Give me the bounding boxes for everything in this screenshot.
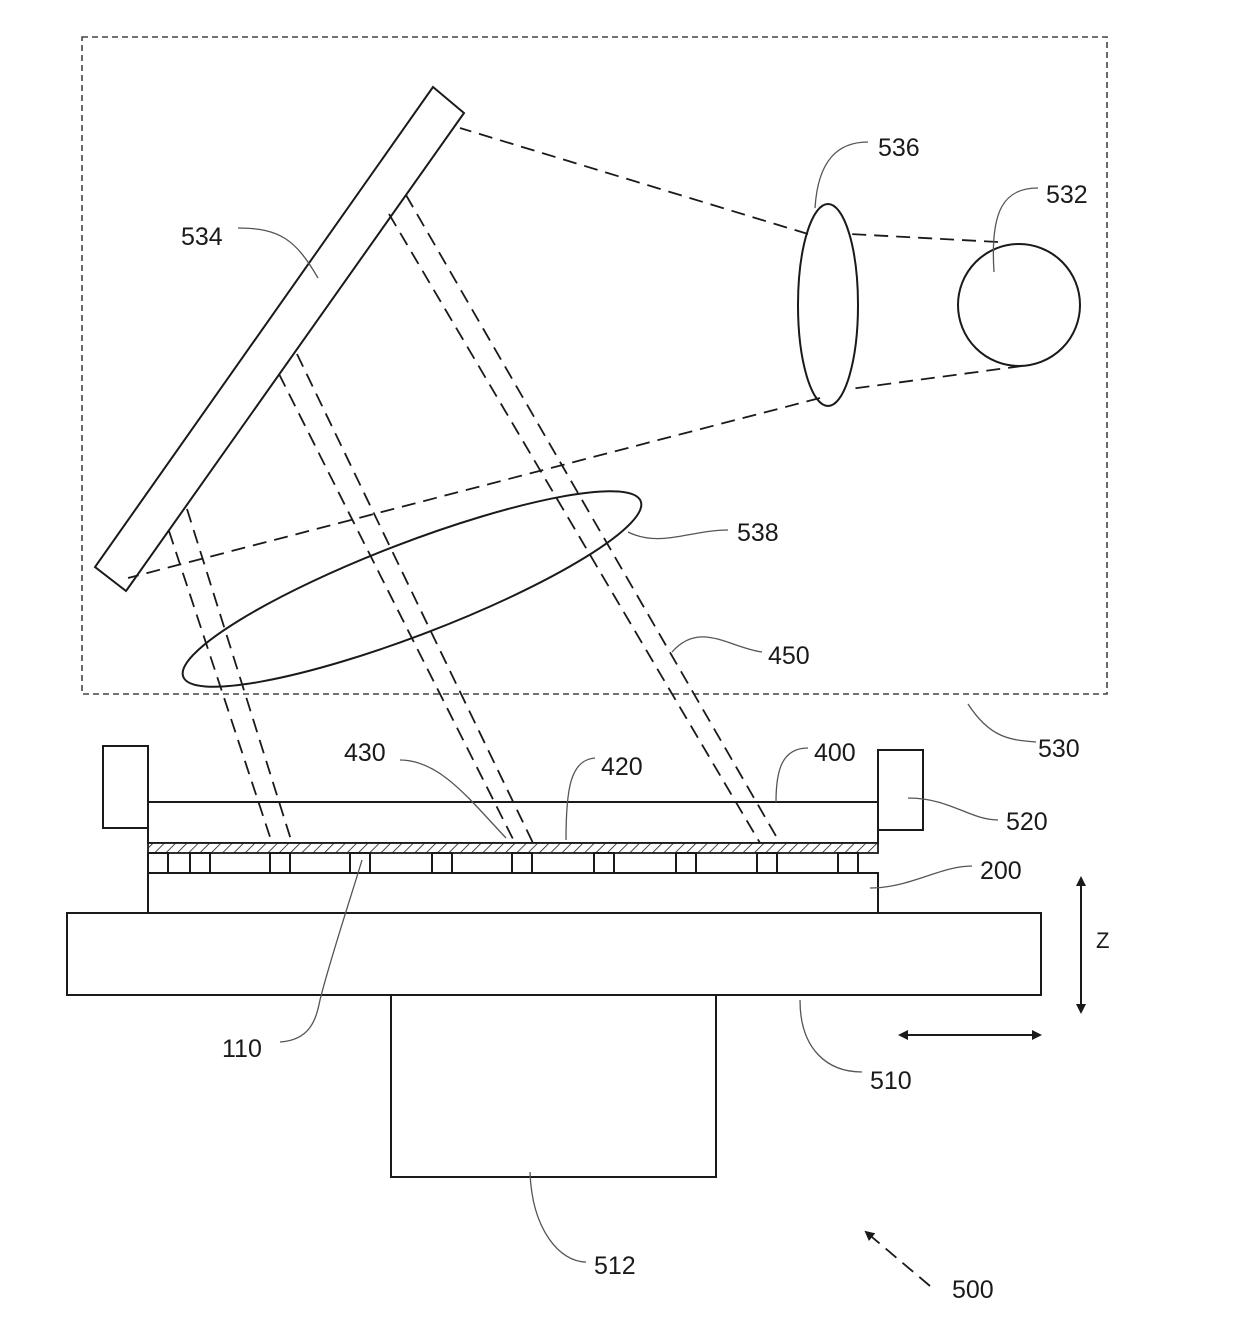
label-500: 500: [952, 1276, 994, 1304]
bump-2: [190, 853, 210, 873]
beam-b1: [279, 374, 515, 843]
beam-source-bottom: [850, 366, 1022, 389]
leader-420: [566, 758, 595, 840]
assembly-arrow: [866, 1232, 930, 1286]
leader-538: [628, 530, 728, 539]
bump-4: [350, 853, 370, 873]
clamp-left: [103, 746, 148, 828]
bump-5: [432, 853, 452, 873]
label-450: 450: [768, 642, 810, 670]
label-200: 200: [980, 857, 1022, 885]
leader-536: [815, 142, 868, 208]
label-538: 538: [737, 519, 779, 547]
leader-200: [870, 866, 972, 888]
leader-450: [672, 637, 762, 652]
label-536: 536: [878, 134, 920, 162]
label-534: 534: [181, 223, 223, 251]
label-520: 520: [1006, 808, 1048, 836]
beam-b2: [297, 354, 533, 843]
leader-400: [776, 748, 808, 802]
label-512: 512: [594, 1252, 636, 1280]
substrate-200: [148, 873, 878, 913]
bump-10: [838, 853, 858, 873]
label-110: 110: [222, 1035, 262, 1063]
label-400: 400: [814, 739, 856, 767]
bump-8: [676, 853, 696, 873]
leader-532: [993, 188, 1038, 272]
label-430: 430: [344, 739, 386, 767]
support-512: [391, 995, 716, 1177]
bump-6: [512, 853, 532, 873]
label-532: 532: [1046, 181, 1088, 209]
leader-520: [908, 798, 998, 820]
bump-1: [148, 853, 168, 873]
label-420: 420: [601, 753, 643, 781]
leader-530: [968, 704, 1036, 742]
clamp-right: [878, 750, 923, 830]
beam-c2: [406, 195, 780, 843]
label-510: 510: [870, 1067, 912, 1095]
beam-lens-top: [460, 128, 808, 234]
leader-512: [530, 1172, 586, 1262]
leader-430: [400, 760, 506, 838]
light-source-532: [958, 244, 1080, 366]
mirror-534: [95, 87, 464, 591]
label-530: 530: [1038, 735, 1080, 763]
beam-a2: [187, 509, 292, 843]
label-z-axis: Z: [1096, 928, 1109, 953]
leader-510: [800, 1000, 862, 1072]
plate-400: [148, 802, 878, 843]
bump-3: [270, 853, 290, 873]
stage-510: [67, 913, 1041, 995]
bump-9: [757, 853, 777, 873]
leader-110: [280, 860, 362, 1042]
bump-row: [148, 853, 858, 873]
leader-534: [238, 228, 318, 278]
beam-lens-bottom: [128, 398, 820, 578]
layer-420: [148, 843, 878, 853]
beam-source-top: [850, 234, 998, 242]
bump-7: [594, 853, 614, 873]
